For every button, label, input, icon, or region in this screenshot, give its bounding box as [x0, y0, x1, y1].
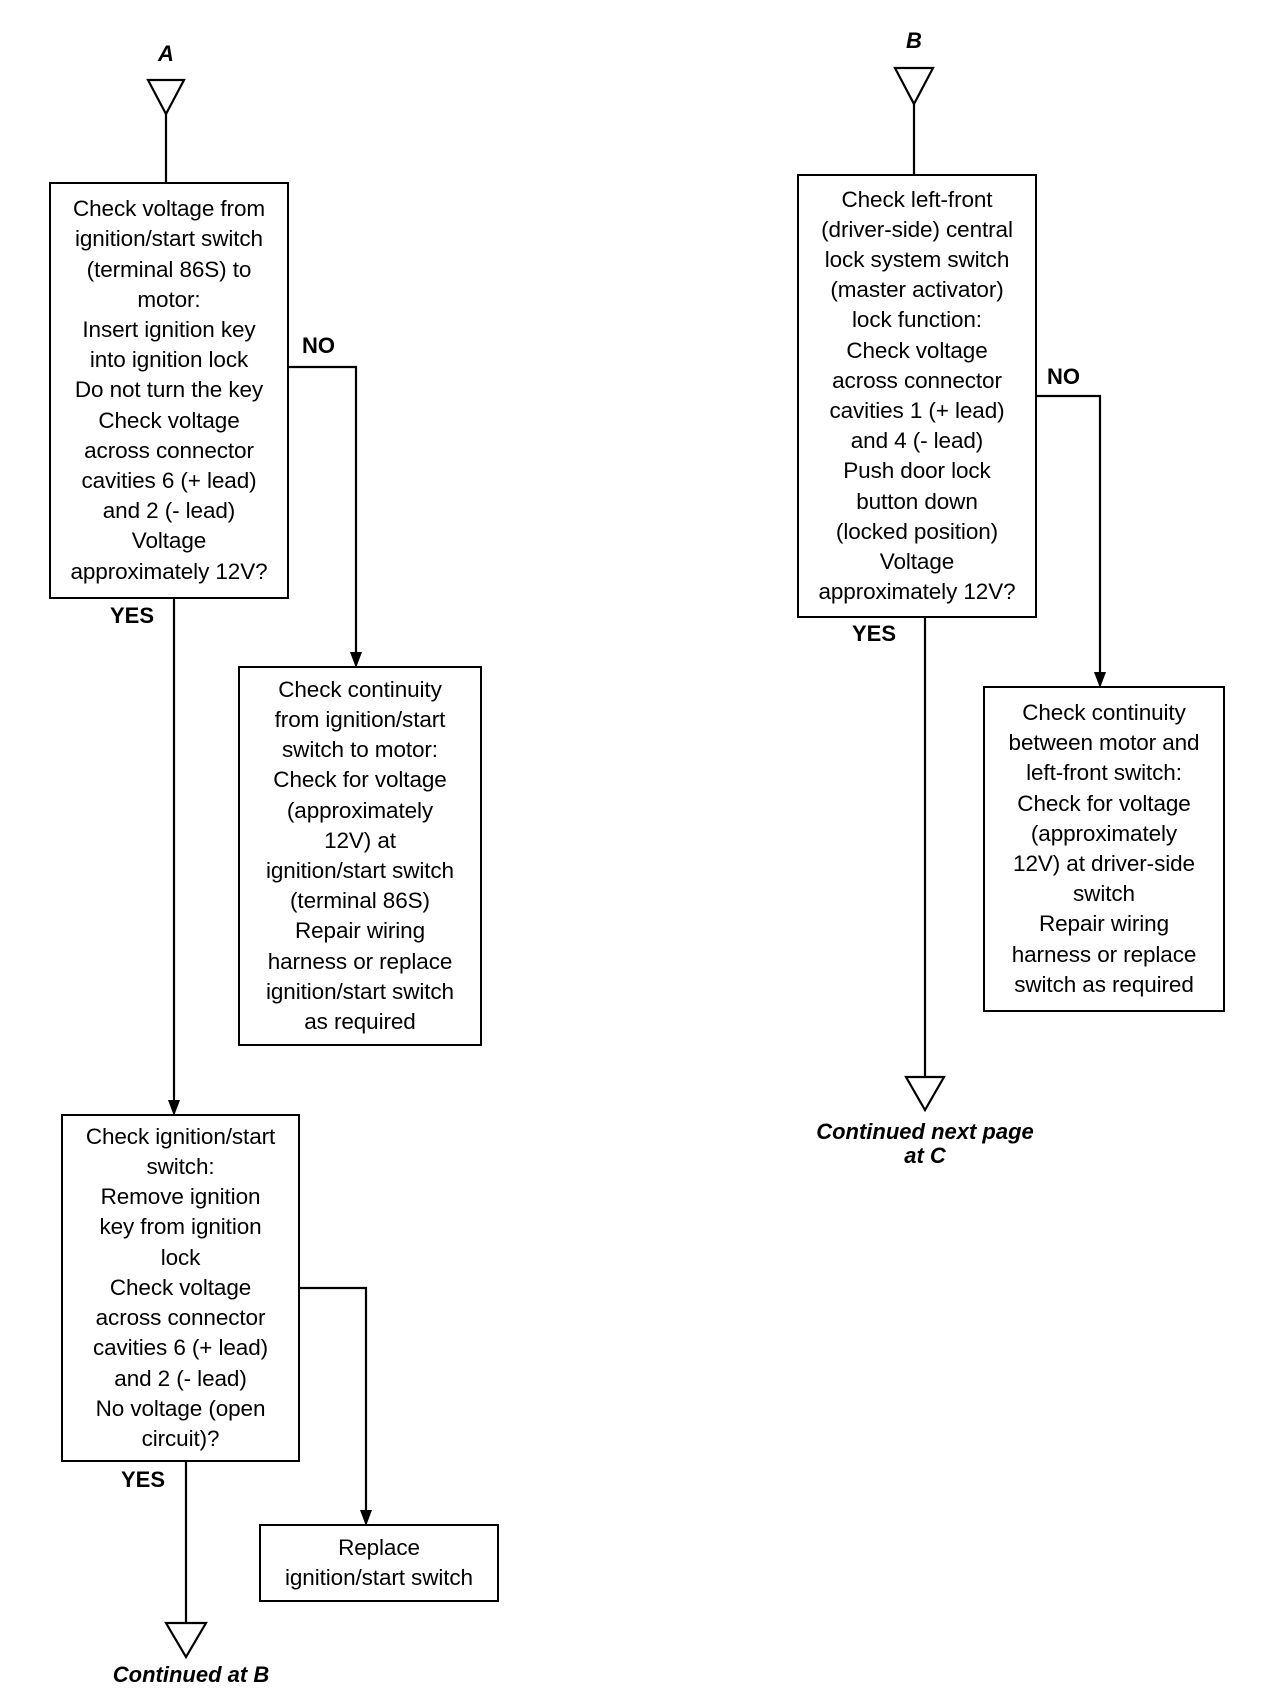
continued-next-page-label: Continued next page at C: [816, 1119, 1034, 1168]
yes-label-b1: YES: [852, 621, 897, 646]
arrowhead: [1094, 672, 1106, 688]
continued-at-b-label: Continued at B: [112, 1662, 270, 1687]
check-ignition-switch-box: Check ignition/start switch: Remove igni…: [61, 1114, 300, 1462]
check-left-front-switch-box: Check left-front (driver-side) central l…: [797, 174, 1037, 618]
check-continuity-ignition-text: Check continuity from ignition/start swi…: [266, 676, 454, 1035]
continued-next-page-triangle: [904, 1075, 946, 1113]
arrowhead: [168, 1100, 180, 1116]
connector-a-label: A: [158, 41, 174, 66]
check-continuity-switch-box: Check continuity between motor and left-…: [983, 686, 1225, 1012]
no-label-b1: NO: [1047, 364, 1080, 389]
yes-label-a2: YES: [121, 1467, 166, 1492]
no-label-a1: NO: [302, 333, 335, 358]
arrowhead: [350, 652, 362, 668]
connector-a-triangle: [146, 78, 186, 117]
continued-at-b-triangle: [164, 1621, 208, 1660]
replace-ignition-switch-box: Replace ignition/start switch: [259, 1524, 499, 1602]
connector-b-label: B: [906, 28, 922, 53]
check-continuity-ignition-box: Check continuity from ignition/start swi…: [238, 666, 482, 1046]
connector-b-triangle: [893, 66, 935, 107]
check-ignition-switch-text: Check ignition/start switch: Remove igni…: [85, 1123, 276, 1451]
check-voltage-ignition-text: Check voltage from ignition/start switch…: [70, 196, 268, 584]
arrowhead: [360, 1510, 372, 1526]
check-voltage-ignition-box: Check voltage from ignition/start switch…: [49, 182, 289, 599]
check-left-front-switch-text: Check left-front (driver-side) central l…: [818, 186, 1016, 605]
yes-label-a1: YES: [110, 603, 155, 628]
check-continuity-switch-text: Check continuity between motor and left-…: [1008, 699, 1200, 997]
replace-ignition-switch-text: Replace ignition/start switch: [285, 1534, 473, 1590]
